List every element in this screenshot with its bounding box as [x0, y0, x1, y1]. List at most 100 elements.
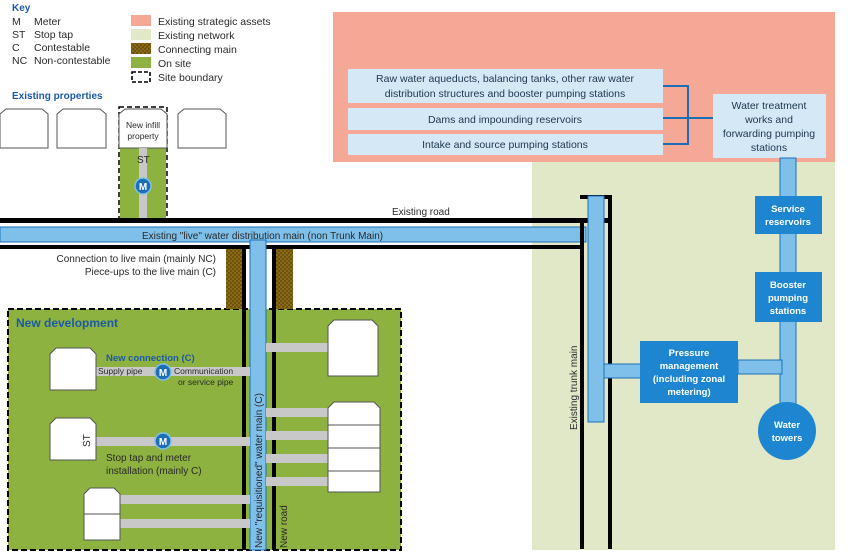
water-towers-line1: Water	[774, 420, 800, 431]
key-code-st: ST	[12, 29, 26, 41]
raw-water-line2: distribution structures and booster pump…	[385, 88, 625, 100]
infill-st-label: ST	[137, 155, 150, 166]
legend-swatch-connecting-main	[131, 43, 151, 54]
connecting-main-right	[275, 248, 293, 309]
live-water-main	[0, 226, 587, 243]
service-reservoirs-line2: reservoirs	[765, 217, 811, 228]
legend-label-strategic: Existing strategic assets	[158, 16, 271, 28]
raw-water-box	[348, 69, 663, 103]
communication-pipe-line2: or service pipe	[178, 377, 234, 387]
existing-house-3	[177, 108, 227, 149]
dev-st-label: ST	[82, 434, 93, 447]
infill-house	[118, 108, 168, 149]
existing-road-top-edge	[0, 218, 608, 223]
supply-pipe-right3	[266, 431, 328, 440]
supply-pipe-row1	[96, 367, 250, 376]
meter-row1-letter: M	[159, 368, 167, 379]
supply-pipe-right4	[266, 454, 328, 463]
new-road-label: New road	[279, 505, 290, 548]
dev-house-right-1	[327, 319, 379, 377]
key-code-c: C	[12, 42, 20, 54]
connection-live-main-label: Connection to live main (mainly NC)	[56, 254, 216, 265]
supply-pipe-right2	[266, 408, 328, 417]
legend-swatch-strategic	[131, 15, 151, 26]
booster-line3: stations	[770, 306, 806, 317]
supply-pipe-right1	[266, 343, 328, 352]
trunk-road-left-edge	[580, 218, 584, 549]
service-reservoirs-box	[755, 196, 822, 234]
key-title: Key	[12, 3, 31, 14]
dev-house-right-terrace	[327, 401, 381, 493]
supply-pipe-row3b	[120, 519, 250, 528]
raw-water-line1: Raw water aqueducts, balancing tanks, ot…	[376, 73, 634, 85]
live-main-label: Existing "live" water distribution main …	[142, 231, 383, 242]
treatment-line2: works and	[744, 114, 793, 126]
meter-row2: M	[154, 432, 172, 450]
infill-label-line1: New infill	[126, 120, 160, 130]
communication-pipe-line1: Communication	[174, 366, 233, 376]
legend-swatch-site-boundary	[131, 71, 151, 83]
legend-label-on-site: On site	[158, 58, 191, 70]
legend-swatch-on-site	[131, 57, 151, 68]
existing-road-bottom-edge	[0, 245, 580, 249]
key-code-nc: NC	[12, 55, 28, 67]
new-connection-label: New connection (C)	[106, 353, 195, 364]
dams-box	[348, 108, 663, 130]
key-code-st-label: Stop tap	[34, 29, 73, 41]
key-code-nc-label: Non-contestable	[34, 55, 111, 67]
legend-label-network: Existing network	[158, 30, 235, 42]
piece-ups-label: Piece-ups to the live main (C)	[85, 267, 216, 278]
trunk-main-label: Existing trunk main	[569, 346, 580, 430]
supply-pipe-row3a	[120, 495, 250, 504]
existing-house-1	[0, 108, 49, 149]
new-development-boundary	[7, 308, 402, 551]
pressure-line4: metering)	[667, 387, 710, 398]
dev-house-left-2	[49, 417, 97, 461]
requisitioned-water-main	[249, 239, 267, 551]
dev-house-left-1	[49, 347, 97, 391]
existing-properties-title: Existing properties	[12, 91, 103, 102]
supply-pipe-right5	[266, 477, 328, 486]
water-towers-line2: towers	[772, 433, 803, 444]
key-code-m-label: Meter	[34, 16, 61, 28]
booster-line2: pumping	[768, 293, 808, 304]
service-reservoirs-line1: Service	[771, 204, 805, 215]
legend-swatch-network	[131, 29, 151, 40]
treatment-line4: stations	[751, 142, 787, 154]
new-road-edge-left	[242, 245, 246, 550]
key-code-m: M	[12, 16, 21, 28]
new-development-title: New development	[16, 316, 118, 330]
new-road-edge-right	[272, 245, 276, 550]
existing-house-2	[56, 108, 107, 149]
strategic-connectors	[663, 85, 713, 145]
key: Key M Meter ST Stop tap C Contestable NC…	[12, 3, 271, 84]
pressure-management-box	[640, 341, 738, 403]
connecting-main-left	[226, 248, 244, 309]
supply-pipe-row2	[96, 437, 250, 446]
intake-box	[348, 134, 663, 155]
dev-house-left-3	[83, 487, 121, 541]
existing-houses	[0, 108, 227, 149]
pressure-to-booster-pipe	[737, 359, 783, 375]
pressure-horizontal-pipe	[603, 363, 645, 379]
pressure-line2: management	[660, 361, 719, 372]
pressure-line1: Pressure	[669, 348, 710, 359]
legend-label-connecting-main: Connecting main	[158, 44, 237, 56]
booster-line1: Booster	[770, 280, 806, 291]
intake-label: Intake and source pumping stations	[422, 139, 588, 151]
requisitioned-main-label: New "requisitioned" water main (C)	[254, 393, 265, 548]
infill-label-line2: property	[127, 131, 159, 141]
treatment-line1: Water treatment	[732, 100, 807, 112]
legend-label-site-boundary: Site boundary	[158, 72, 224, 84]
stop-tap-meter-line1: Stop tap and meter	[106, 453, 192, 464]
infill-meter-letter: M	[139, 182, 147, 193]
infill-meter: M	[134, 177, 152, 195]
existing-road-label: Existing road	[392, 207, 450, 218]
existing-trunk-main	[587, 195, 605, 423]
pressure-line3: (including zonal	[653, 374, 725, 385]
meter-row1: M	[154, 363, 172, 381]
meter-row2-letter: M	[159, 437, 167, 448]
supply-pipe-label: Supply pipe	[98, 366, 143, 376]
stop-tap-meter-line2: installation (mainly C)	[106, 466, 202, 477]
treatment-box	[713, 94, 826, 158]
